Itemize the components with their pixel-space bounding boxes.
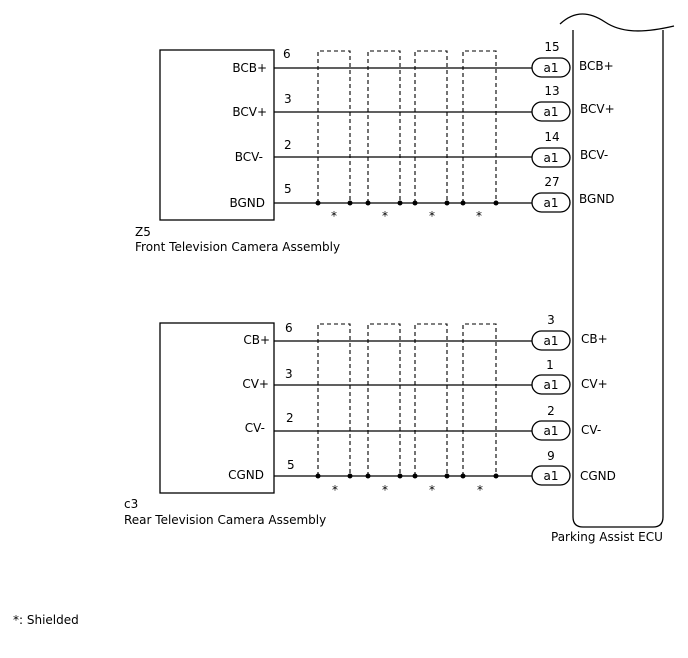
- front-shield-marker-3: *: [429, 209, 435, 223]
- front-connector-0: a1: [544, 61, 559, 75]
- front-ecu-label-1: BCV+: [580, 102, 615, 116]
- rear-pin-3: 5: [287, 458, 295, 472]
- front-pin-2: 2: [284, 138, 292, 152]
- front-ecu-pin-2: 14: [544, 130, 559, 144]
- rear-connector-1: a1: [544, 378, 559, 392]
- rear-ecu-label-1: CV+: [581, 377, 608, 391]
- rear-pin-1: 3: [285, 367, 293, 381]
- front-connectors: [531, 57, 571, 213]
- front-wires: [274, 67, 534, 204]
- rear-ecu-label-3: CGND: [580, 469, 616, 483]
- front-pin-1: 3: [284, 92, 292, 106]
- front-ecu-label-0: BCB+: [579, 59, 614, 73]
- front-camera-code: Z5: [135, 225, 151, 239]
- front-ecu-label-3: BGND: [579, 192, 615, 206]
- front-shield-marker-2: *: [382, 209, 388, 223]
- front-ground-nodes: [315, 200, 499, 206]
- rear-ecu-pin-1: 1: [546, 358, 554, 372]
- legend-shielded: *: Shielded: [13, 613, 79, 627]
- rear-pin-0: 6: [285, 321, 293, 335]
- front-camera-box: [159, 49, 275, 221]
- rear-sig-label-0: CB+: [243, 333, 270, 347]
- rear-pin-2: 2: [286, 411, 294, 425]
- rear-camera-box: [159, 322, 275, 494]
- rear-connector-2: a1: [544, 424, 559, 438]
- ecu-body: [572, 30, 664, 528]
- front-sig-label-0: BCB+: [232, 61, 267, 75]
- front-pin-0: 6: [283, 47, 291, 61]
- front-ecu-pin-0: 15: [544, 40, 559, 54]
- rear-connector-0: a1: [544, 334, 559, 348]
- front-camera-name: Front Television Camera Assembly: [135, 240, 340, 254]
- front-shield-group: [317, 50, 497, 203]
- ecu-break-line: [559, 13, 675, 32]
- rear-ground-nodes: [315, 473, 499, 479]
- rear-sig-label-3: CGND: [228, 468, 264, 482]
- rear-ecu-pin-3: 9: [547, 449, 555, 463]
- rear-camera-name: Rear Television Camera Assembly: [124, 513, 326, 527]
- ecu-name: Parking Assist ECU: [551, 530, 663, 544]
- front-sig-label-1: BCV+: [232, 105, 267, 119]
- rear-connector-3: a1: [544, 469, 559, 483]
- front-ecu-label-2: BCV-: [580, 148, 608, 162]
- rear-ecu-pin-2: 2: [547, 404, 555, 418]
- rear-shield-marker-3: *: [429, 483, 435, 497]
- front-shield-marker-4: *: [476, 209, 482, 223]
- rear-wires: [274, 340, 534, 477]
- rear-ecu-label-2: CV-: [581, 423, 601, 437]
- rear-shield-group: [317, 323, 497, 476]
- front-ecu-pin-1: 13: [544, 84, 559, 98]
- rear-ecu-label-0: CB+: [581, 332, 608, 346]
- front-sig-label-2: BCV-: [235, 150, 263, 164]
- front-connector-3: a1: [544, 196, 559, 210]
- rear-shield-marker-4: *: [477, 483, 483, 497]
- rear-shield-marker-1: *: [332, 483, 338, 497]
- front-shield-marker-1: *: [331, 209, 337, 223]
- front-connector-1: a1: [544, 105, 559, 119]
- rear-connectors: [531, 330, 571, 486]
- rear-sig-label-1: CV+: [242, 377, 269, 391]
- front-connector-2: a1: [544, 151, 559, 165]
- front-pin-3: 5: [284, 182, 292, 196]
- rear-sig-label-2: CV-: [245, 421, 265, 435]
- rear-shield-marker-2: *: [382, 483, 388, 497]
- rear-camera-code: c3: [124, 497, 138, 511]
- front-ecu-pin-3: 27: [544, 175, 559, 189]
- front-sig-label-3: BGND: [229, 196, 265, 210]
- rear-ecu-pin-0: 3: [547, 313, 555, 327]
